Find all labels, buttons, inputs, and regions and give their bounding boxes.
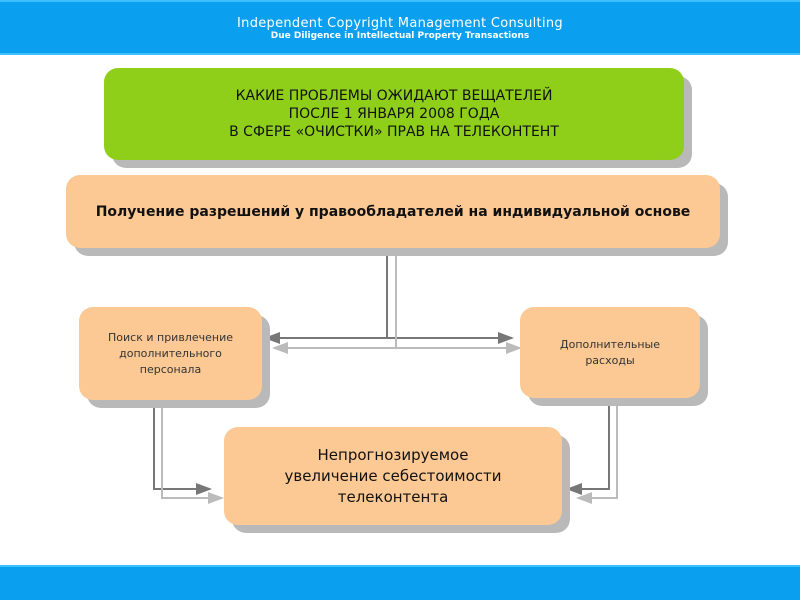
staff-line: дополнительного (119, 346, 222, 360)
expenses-line: расходы (585, 353, 635, 367)
expenses-box: Дополнительные расходы (520, 307, 700, 398)
cost-line: телеконтента (337, 487, 449, 506)
header-subtitle: Due Diligence in Intellectual Property T… (270, 31, 530, 41)
title-line: ПОСЛЕ 1 ЯНВАРЯ 2008 ГОДА (288, 106, 500, 122)
cost-box: Непрогнозируемое увеличение себестоимост… (224, 427, 562, 525)
expenses-line: Дополнительные (560, 337, 660, 351)
header-bar: Independent Copyright Management Consult… (0, 0, 800, 55)
light-connectors (161, 248, 618, 504)
header-title: Independent Copyright Management Consult… (237, 16, 563, 31)
cost-line: Непрогнозируемое (317, 445, 469, 464)
dark-connectors (153, 248, 610, 495)
staff-box: Поиск и привлечение дополнительного перс… (79, 307, 262, 400)
title-line: КАКИЕ ПРОБЛЕМЫ ОЖИДАЮТ ВЕЩАТЕЛЕЙ (235, 88, 553, 104)
title-line: В СФЕРЕ «ОЧИСТКИ» ПРАВ НА ТЕЛЕКОНТЕНТ (229, 124, 559, 140)
cost-line: увеличение себестоимости (284, 466, 502, 485)
title-box: КАКИЕ ПРОБЛЕМЫ ОЖИДАЮТ ВЕЩАТЕЛЕЙ ПОСЛЕ 1… (104, 68, 684, 160)
main-box: Получение разрешений у правообладателей … (66, 175, 720, 248)
staff-line: Поиск и привлечение (108, 330, 233, 344)
staff-line: персонала (139, 362, 202, 376)
footer-bar (0, 565, 800, 600)
main-text: Получение разрешений у правообладателей … (95, 203, 691, 220)
